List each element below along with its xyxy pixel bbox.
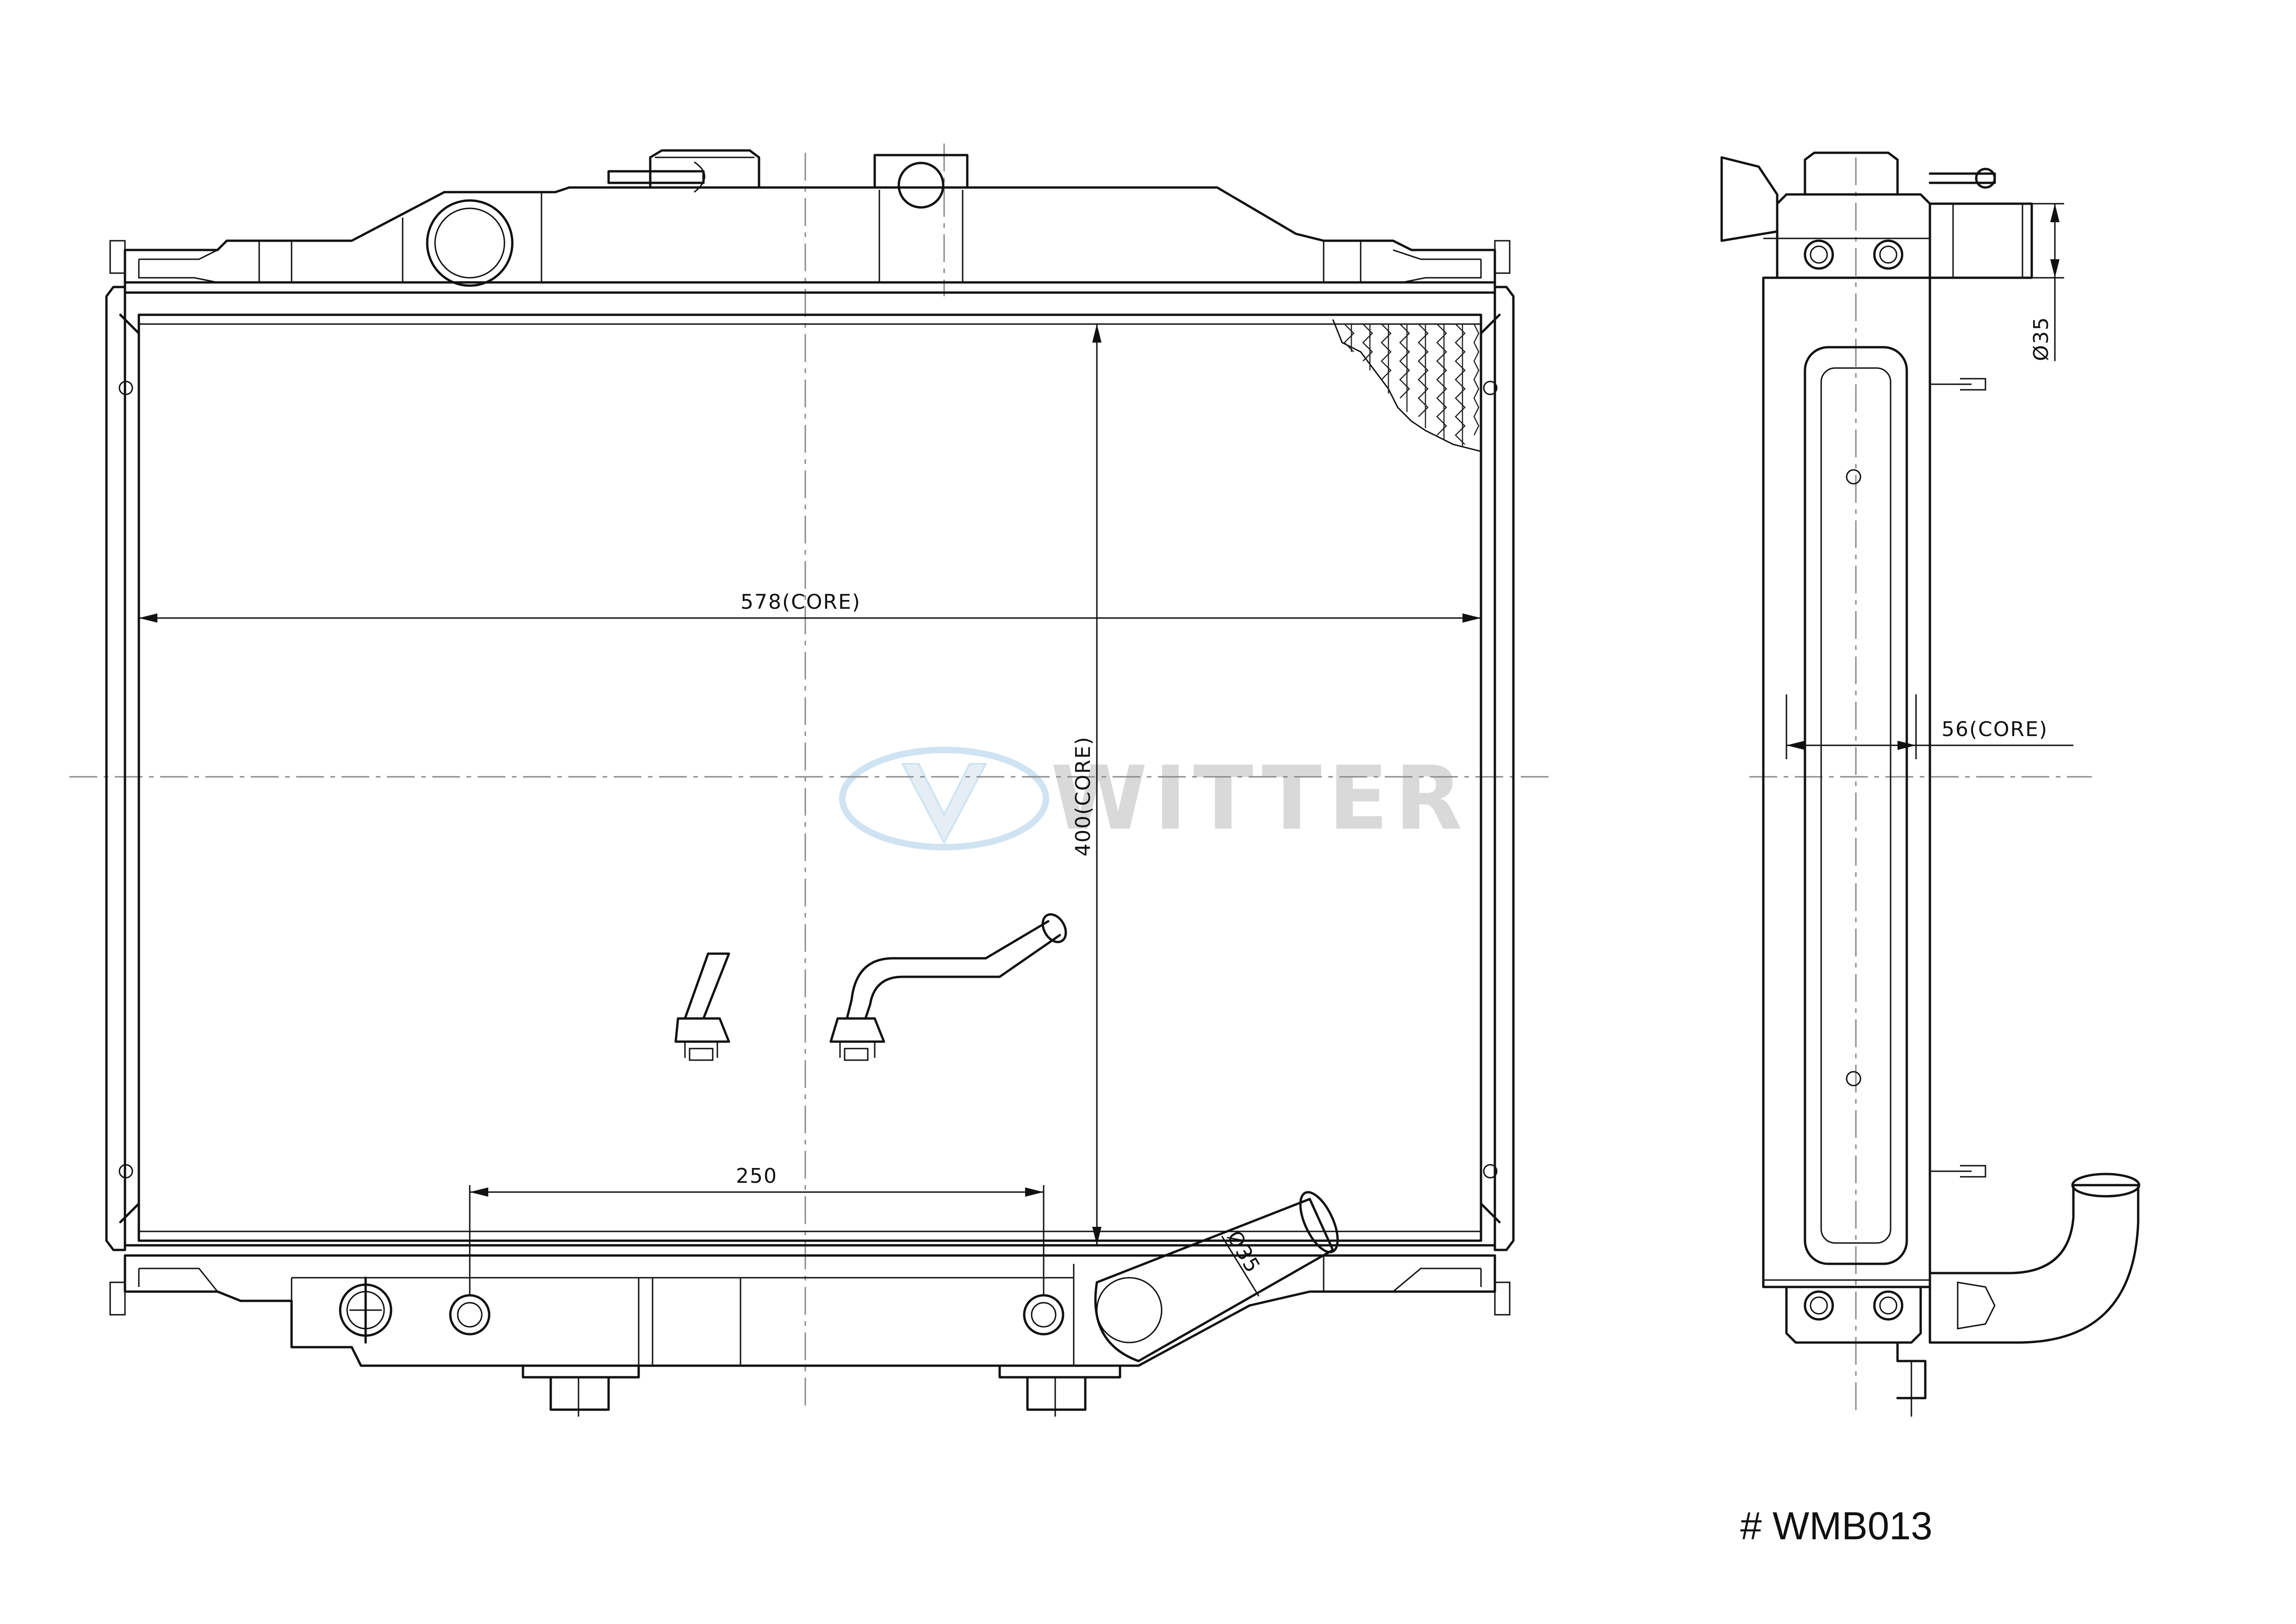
part-number: # WMB013 [1740, 1504, 1933, 1548]
bottom-bolts [449, 1294, 1064, 1336]
dim-pipe-spacing-label: 250 [736, 1164, 778, 1188]
side-outlet-pipe [1929, 1173, 2140, 1344]
side-brackets [1896, 378, 1986, 1417]
dim-core-depth-label: 56(CORE) [1941, 718, 2048, 741]
witter-watermark: WITTER [839, 747, 1469, 850]
side-core-slot [1804, 346, 1908, 1265]
watermark-logo-ellipse [839, 747, 1049, 850]
front-view: 578(CORE) 400(CORE) 250 Ø35 [105, 149, 1515, 1417]
dim-outlet-diameter: Ø35 [1221, 1227, 1265, 1297]
watermark-logo-v [901, 763, 988, 845]
dim-inlet-diameter-label: Ø35 [2029, 316, 2053, 361]
side-view: Ø35 56(CORE) [1720, 151, 2140, 1417]
radiator-cap [607, 149, 760, 193]
mounting-pins [522, 1364, 1121, 1417]
dim-pipe-spacing: 250 [469, 1164, 1045, 1296]
dim-core-height-label: 400(CORE) [1071, 736, 1095, 856]
drain-plug [339, 1276, 392, 1344]
dim-inlet-diameter: Ø35 [2029, 203, 2064, 361]
outlet-pipe [1094, 1191, 1339, 1362]
dim-core-width-label: 578(CORE) [740, 590, 861, 614]
watermark-text: WITTER [1051, 747, 1469, 849]
side-body [1762, 193, 1931, 1344]
fin-detail [1332, 319, 1481, 452]
center-lines [69, 144, 2092, 1417]
dim-outlet-diameter-label: Ø35 [1222, 1227, 1264, 1277]
side-bolts [1804, 239, 1904, 1321]
filler-neck [426, 199, 514, 287]
fitting-elbow-small [674, 952, 730, 1061]
side-radiator-cap [1720, 151, 1996, 242]
top-inlet [873, 154, 969, 209]
dim-core-depth: 56(CORE) [1786, 694, 2073, 759]
top-tank [124, 186, 1496, 294]
dim-core-width: 578(CORE) [139, 590, 1481, 623]
bottom-tank [124, 1244, 1496, 1367]
dim-core-height: 400(CORE) [1071, 324, 1101, 1245]
core [137, 313, 1482, 1242]
side-inlet-pipe [1929, 202, 2033, 279]
fitting-oil-cooler-pipe [829, 913, 1067, 1061]
